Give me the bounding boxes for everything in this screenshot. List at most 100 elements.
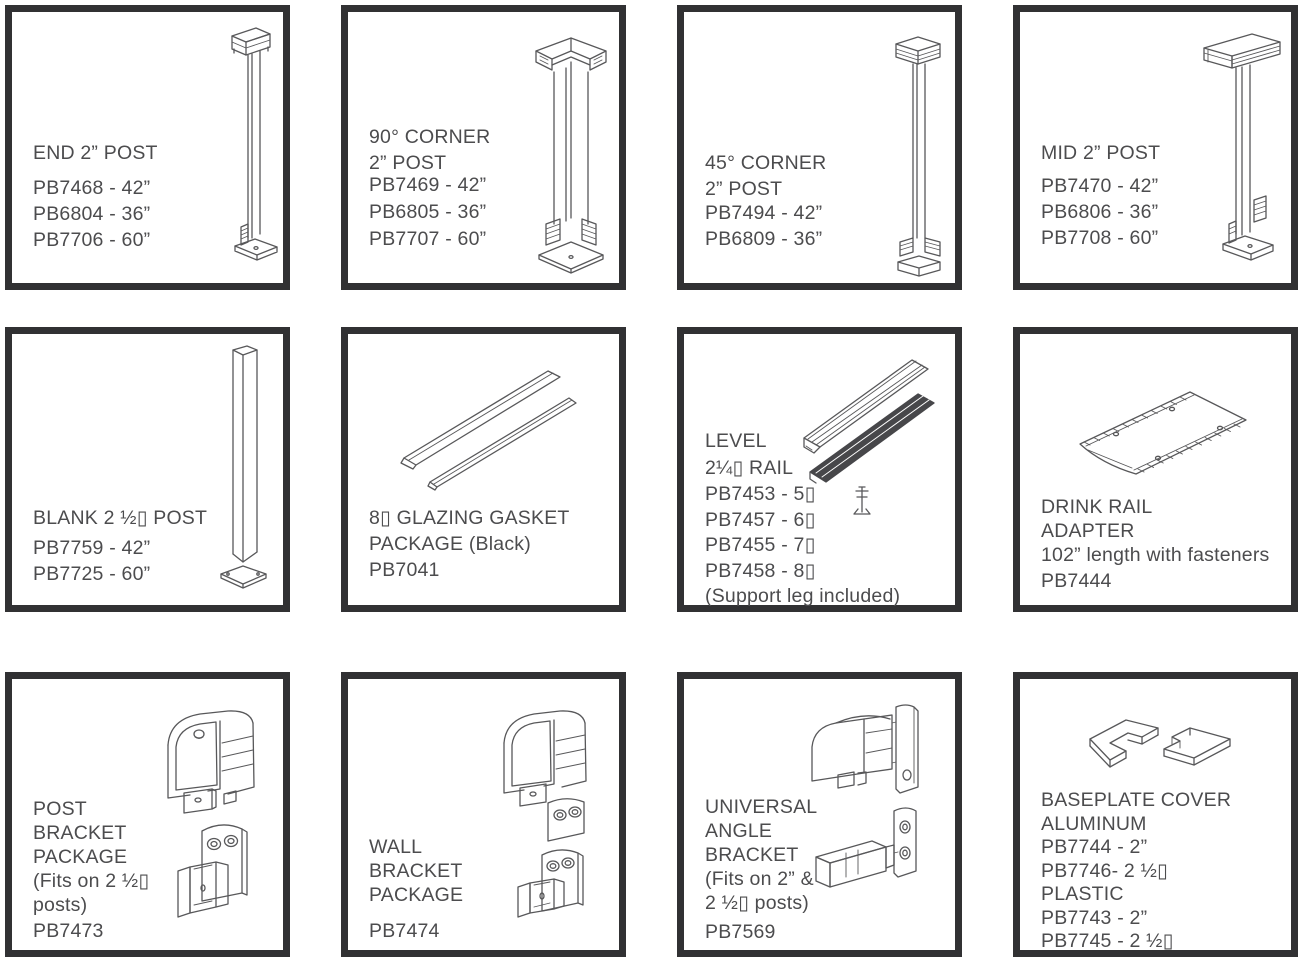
part-number: PB7746- 2 ½▯ xyxy=(1041,859,1168,882)
card-level-rail: LEVEL 2¼▯ RAIL PB7453 - 5▯ PB7457 - 6▯ P… xyxy=(677,327,962,612)
title-line: 2” POST xyxy=(369,152,447,174)
title-line: 2 ½▯ posts) xyxy=(705,892,809,914)
product-title: END 2” POST xyxy=(33,140,158,166)
title-line: END 2” POST xyxy=(33,142,158,164)
title-line: 2¼▯ RAIL xyxy=(705,457,794,479)
material-label: ALUMINUM xyxy=(1041,813,1147,835)
product-title: BASEPLATE COVER xyxy=(1041,787,1231,813)
title-line: (Fits on 2 ½▯ xyxy=(33,870,150,892)
product-title: 90° CORNER 2” POST xyxy=(369,124,490,176)
title-line: 102” length with fasteners xyxy=(1041,544,1270,566)
part-number-list: PB7473 xyxy=(33,918,104,944)
part-number-list: PB7759 - 42” PB7725 - 60” xyxy=(33,535,150,587)
drink-rail-adapter-drawing xyxy=(1079,391,1247,475)
part-number: PB7455 - 7▯ xyxy=(705,534,816,556)
title-line: 8▯ GLAZING GASKET xyxy=(369,507,570,529)
part-number: PB6809 - 36” xyxy=(705,228,823,250)
universal-angle-bracket-drawing xyxy=(811,704,919,888)
card-end-2-post: END 2” POST PB7468 - 42” PB6804 - 36” PB… xyxy=(5,5,290,290)
part-number: PB7458 - 8▯ xyxy=(705,559,816,582)
level-rail-drawing xyxy=(803,359,935,515)
part-number: PB7744 - 2” xyxy=(1041,836,1148,859)
card-blank-post: BLANK 2 ½▯ POST PB7759 - 42” PB7725 - 60… xyxy=(5,327,290,612)
part-number: PB7743 - 2” xyxy=(1041,906,1148,929)
part-number: PB7708 - 60” xyxy=(1041,227,1159,249)
title-line: 2” POST xyxy=(705,178,783,200)
card-mid-2-post: MID 2” POST PB7470 - 42” PB6806 - 36” PB… xyxy=(1013,5,1298,290)
90-corner-post-drawing xyxy=(535,37,607,274)
part-number-list: PB7470 - 42” PB6806 - 36” PB7708 - 60” xyxy=(1041,173,1158,251)
part-number-list: PB7453 - 5▯ PB7457 - 6▯ PB7455 - 7▯ PB74… xyxy=(705,482,900,610)
product-title: BLANK 2 ½▯ POST xyxy=(33,505,207,531)
glazing-gasket-drawing xyxy=(400,370,577,491)
45-corner-post-drawing xyxy=(895,36,941,277)
part-number: PB7707 - 60” xyxy=(369,228,487,250)
part-number: PB6806 - 36” xyxy=(1041,201,1159,223)
end-post-drawing xyxy=(231,27,278,261)
part-number-list: PB7444 xyxy=(1041,568,1112,594)
title-line: PACKAGE xyxy=(369,884,464,906)
part-number: PB6805 - 36” xyxy=(369,201,487,223)
part-number: PB7470 - 42” xyxy=(1041,175,1159,197)
card-90-corner-post: 90° CORNER 2” POST PB7469 - 42” PB6805 -… xyxy=(341,5,626,290)
part-number: PB6804 - 36” xyxy=(33,203,151,225)
title-line: DRINK RAIL xyxy=(1041,496,1153,518)
part-number: PB7745 - 2 ½▯ xyxy=(1041,930,1174,953)
title-line: WALL xyxy=(369,836,423,858)
title-line: BLANK 2 ½▯ POST xyxy=(33,507,208,529)
part-number-list: PB7469 - 42” PB6805 - 36” PB7707 - 60” xyxy=(369,172,486,253)
card-glazing-gasket: 8▯ GLAZING GASKET PACKAGE (Black) PB7041 xyxy=(341,327,626,612)
title-line: posts) xyxy=(33,894,88,916)
product-title: WALL BRACKET PACKAGE xyxy=(369,835,463,907)
title-line: BRACKET xyxy=(369,860,463,882)
title-line: ADAPTER xyxy=(1041,520,1135,542)
card-baseplate-cover: BASEPLATE COVER ALUMINUM PB7744 - 2” PB7… xyxy=(1013,672,1298,957)
product-title: LEVEL 2¼▯ RAIL xyxy=(705,428,793,482)
part-number: PB7457 - 6▯ xyxy=(705,508,816,531)
part-number: PB7468 - 42” xyxy=(33,177,151,199)
part-number: PB7474 xyxy=(369,920,440,942)
wall-bracket-drawing xyxy=(503,710,587,918)
mid-post-drawing xyxy=(1203,33,1281,261)
part-number: PB7453 - 5▯ xyxy=(705,483,816,505)
card-universal-angle-bracket: UNIVERSAL ANGLE BRACKET (Fits on 2” & 2 … xyxy=(677,672,962,957)
part-number-list: PB7474 xyxy=(369,918,440,944)
product-title: MID 2” POST xyxy=(1041,140,1160,166)
card-wall-bracket: WALL BRACKET PACKAGE PB7474 xyxy=(341,672,626,957)
title-line: (Fits on 2” & xyxy=(705,868,814,890)
part-number: PB7725 - 60” xyxy=(33,563,151,585)
part-number-list: PB7569 xyxy=(705,919,776,945)
part-number-list: PB7494 - 42” PB6809 - 36” xyxy=(705,200,822,252)
part-number-list: PB7041 xyxy=(369,557,440,583)
title-line: LEVEL xyxy=(705,430,767,452)
product-title: 45° CORNER 2” POST xyxy=(705,150,826,202)
card-post-bracket: POST BRACKET PACKAGE (Fits on 2 ½▯ posts… xyxy=(5,672,290,957)
part-number: PB7706 - 60” xyxy=(33,229,151,251)
part-number: PB7494 - 42” xyxy=(705,202,823,224)
title-line: 90° CORNER xyxy=(369,126,491,148)
card-drink-rail-adapter: DRINK RAIL ADAPTER 102” length with fast… xyxy=(1013,327,1298,612)
title-line: 45° CORNER xyxy=(705,152,827,174)
product-title: UNIVERSAL ANGLE BRACKET (Fits on 2” & 2 … xyxy=(705,795,817,915)
title-line: BASEPLATE COVER xyxy=(1041,789,1232,811)
title-line: ANGLE xyxy=(705,820,773,842)
title-line: MID 2” POST xyxy=(1041,142,1161,164)
title-line: POST xyxy=(33,798,87,820)
support-leg-note: (Support leg included) xyxy=(705,585,901,607)
title-line: BRACKET xyxy=(33,822,127,844)
product-title: 8▯ GLAZING GASKET PACKAGE (Black) xyxy=(369,505,570,557)
part-number: PB7569 xyxy=(705,921,776,943)
title-line: PACKAGE (Black) xyxy=(369,533,531,555)
part-number: PB7041 xyxy=(369,559,440,581)
post-bracket-drawing xyxy=(167,710,255,918)
blank-post-drawing xyxy=(220,345,267,589)
material-label: PLASTIC xyxy=(1041,883,1124,906)
part-number-list: PB7468 - 42” PB6804 - 36” PB7706 - 60” xyxy=(33,175,150,253)
part-number: PB7444 xyxy=(1041,570,1112,592)
product-title: POST BRACKET PACKAGE (Fits on 2 ½▯ posts… xyxy=(33,797,149,917)
part-number: PB7759 - 42” xyxy=(33,537,151,559)
title-line: BRACKET xyxy=(705,844,799,866)
title-line: UNIVERSAL xyxy=(705,796,818,818)
part-number: PB7469 - 42” xyxy=(369,174,487,196)
